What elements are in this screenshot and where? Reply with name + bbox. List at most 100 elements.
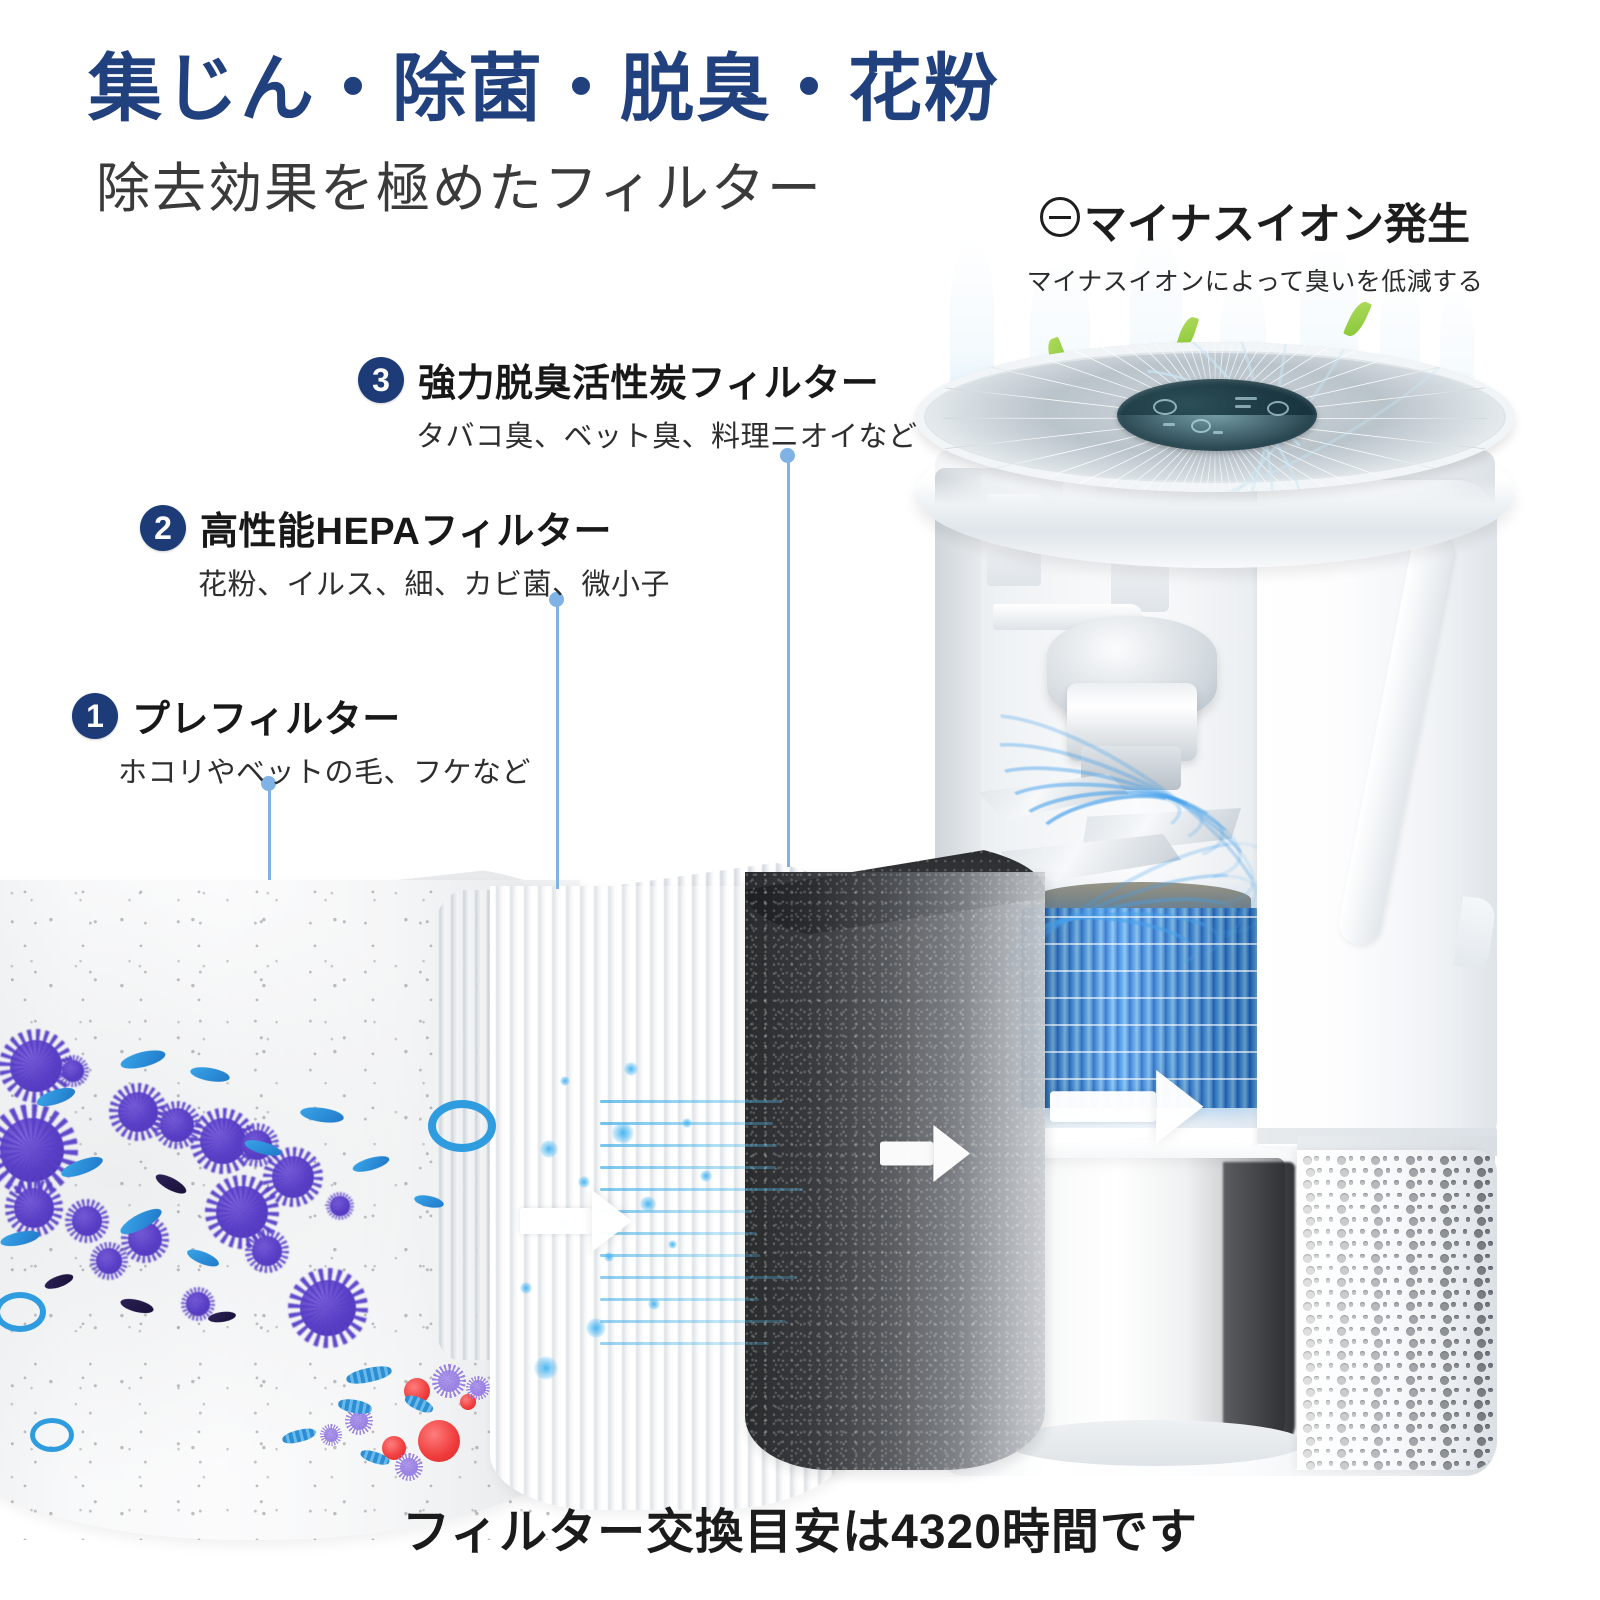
mesh-hole	[1340, 1241, 1349, 1250]
mesh-hole	[1303, 1156, 1312, 1165]
mesh-hole	[1440, 1327, 1449, 1336]
mesh-hole	[1337, 1449, 1346, 1458]
airflow-line	[600, 1342, 769, 1345]
pollen-particle	[330, 1196, 350, 1216]
mesh-hole	[1329, 1363, 1334, 1368]
minus-circle-icon	[1040, 197, 1080, 237]
mesh-hole	[1326, 1327, 1331, 1332]
mesh-hole	[1337, 1400, 1346, 1409]
mesh-hole	[1397, 1461, 1402, 1466]
mesh-hole	[1454, 1266, 1459, 1271]
mesh-hole	[1474, 1180, 1483, 1189]
mesh-hole	[1397, 1241, 1402, 1246]
mesh-hole	[1386, 1266, 1391, 1271]
mesh-hole	[1374, 1290, 1383, 1299]
mesh-hole	[1420, 1388, 1425, 1393]
mesh-hole	[1451, 1449, 1456, 1454]
ion-sparkle	[534, 1356, 558, 1380]
mesh-hole	[1371, 1180, 1380, 1189]
mesh-hole	[1466, 1461, 1471, 1466]
mesh-hole	[1329, 1412, 1334, 1417]
mesh-hole	[1386, 1315, 1391, 1320]
mesh-hole	[1371, 1400, 1380, 1409]
mesh-hole	[1371, 1302, 1380, 1311]
mesh-hole	[1466, 1315, 1471, 1320]
pollen-particle	[300, 1280, 356, 1336]
mesh-hole	[1431, 1193, 1436, 1198]
mesh-hole	[1488, 1315, 1493, 1320]
mesh-hole	[1340, 1266, 1349, 1275]
mesh-hole	[1349, 1327, 1354, 1332]
mesh-hole	[1329, 1168, 1334, 1173]
ion-sparkle	[700, 1170, 712, 1182]
mesh-hole	[1337, 1302, 1346, 1311]
indicator-bar	[1163, 423, 1175, 426]
mesh-hole	[1466, 1168, 1471, 1173]
mesh-hole	[1409, 1437, 1418, 1446]
mesh-hole	[1474, 1351, 1483, 1360]
mesh-hole	[1485, 1229, 1490, 1234]
mesh-hole	[1317, 1315, 1322, 1320]
mesh-hole	[1474, 1424, 1483, 1433]
ion-sparkle	[624, 1062, 638, 1076]
mesh-hole	[1463, 1254, 1468, 1259]
mesh-hole	[1314, 1351, 1319, 1356]
mesh-hole	[1394, 1180, 1399, 1185]
touch-control-panel[interactable]	[1117, 379, 1317, 451]
mesh-hole	[1386, 1412, 1391, 1417]
timer-icon	[1191, 419, 1211, 433]
mesh-hole	[1371, 1376, 1380, 1385]
mesh-hole	[1326, 1449, 1331, 1454]
mesh-hole	[1428, 1302, 1433, 1307]
mesh-hole	[1474, 1327, 1483, 1336]
mesh-hole	[1352, 1266, 1357, 1271]
mesh-hole	[1477, 1266, 1486, 1275]
mesh-hole	[1394, 1327, 1399, 1332]
filter-label-1: 1 プレフィルター ホコリやベットの毛、フケなど	[72, 688, 531, 791]
mesh-hole	[1314, 1424, 1319, 1429]
ion-title: マイナスイオン発生	[995, 190, 1515, 252]
mesh-hole	[1303, 1400, 1312, 1409]
mesh-hole	[1406, 1229, 1415, 1238]
mesh-hole	[1386, 1339, 1391, 1344]
mesh-hole	[1397, 1363, 1402, 1368]
mesh-hole	[1451, 1156, 1456, 1161]
mesh-hole	[1420, 1266, 1425, 1271]
pollen-particle	[10, 1040, 62, 1092]
mesh-hole	[1360, 1156, 1365, 1161]
mesh-hole	[1431, 1437, 1436, 1442]
mesh-hole	[1454, 1168, 1459, 1173]
mesh-hole	[1337, 1180, 1346, 1189]
mesh-hole	[1386, 1388, 1391, 1393]
mesh-hole	[1488, 1412, 1493, 1417]
mesh-hole	[1488, 1363, 1493, 1368]
mesh-hole	[1306, 1437, 1315, 1446]
mesh-hole	[1409, 1241, 1418, 1250]
mesh-hole	[1317, 1168, 1322, 1173]
mesh-hole	[1409, 1193, 1418, 1202]
mesh-hole	[1477, 1339, 1486, 1348]
fan-level-bar	[1235, 405, 1251, 408]
mesh-hole	[1454, 1461, 1459, 1466]
mesh-hole	[1306, 1217, 1315, 1226]
mesh-hole	[1406, 1376, 1415, 1385]
mesh-hole	[1337, 1156, 1346, 1165]
mesh-hole	[1428, 1400, 1433, 1405]
mesh-hole	[1428, 1376, 1433, 1381]
mesh-hole	[1463, 1376, 1468, 1381]
mesh-hole	[1306, 1168, 1315, 1177]
mesh-hole	[1417, 1302, 1422, 1307]
mesh-hole	[1466, 1388, 1471, 1393]
filter-desc-1: ホコリやベットの毛、フケなど	[118, 749, 531, 791]
mesh-hole	[1363, 1290, 1368, 1295]
mesh-hole	[1383, 1302, 1388, 1307]
filter-title-2: 高性能HEPAフィルター	[200, 500, 612, 555]
mesh-hole	[1317, 1290, 1322, 1295]
mesh-hole	[1386, 1437, 1391, 1442]
mesh-hole	[1317, 1388, 1322, 1393]
pollen-particle	[72, 1206, 102, 1236]
mesh-hole	[1349, 1449, 1354, 1454]
mesh-hole	[1397, 1168, 1402, 1173]
ion-sparkle	[612, 1122, 634, 1144]
pollen-particle	[252, 1236, 282, 1266]
